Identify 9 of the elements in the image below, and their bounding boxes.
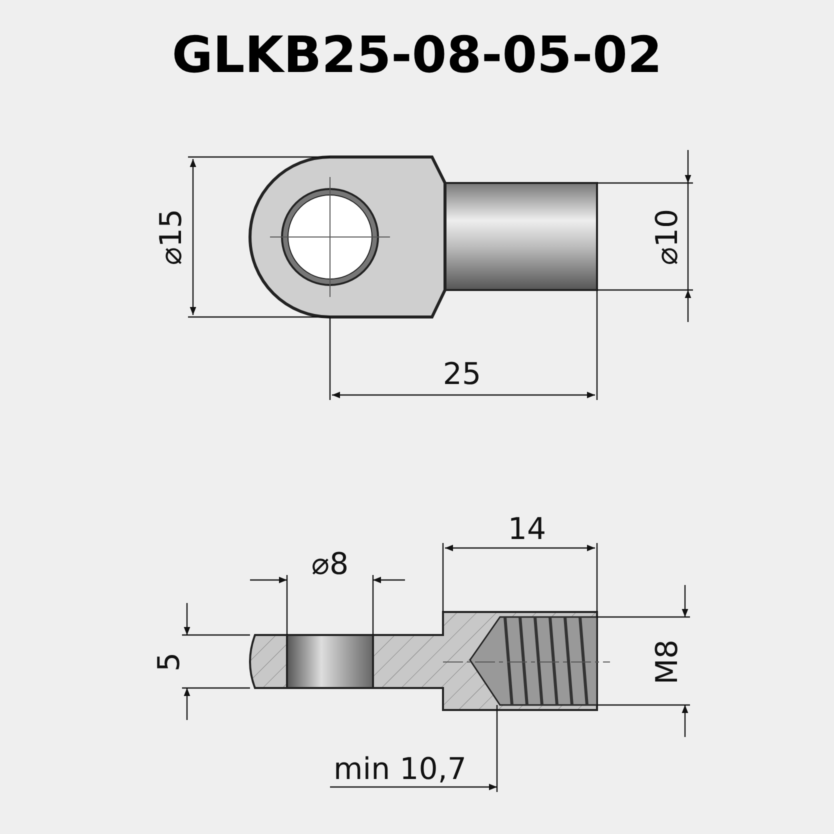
dimension-label: 5 xyxy=(155,652,185,672)
part-number-title: GLKB25-08-05-02 xyxy=(170,26,664,84)
dimension-label: ⌀15 xyxy=(157,208,187,266)
dimension-label: min 10,7 xyxy=(334,755,466,785)
dimension-label: 25 xyxy=(442,360,482,390)
dimension-label: 14 xyxy=(508,515,546,545)
dimension-label: ⌀8 xyxy=(311,550,349,580)
dimension-label: M8 xyxy=(653,640,683,684)
dimension-label: ⌀10 xyxy=(653,208,683,266)
